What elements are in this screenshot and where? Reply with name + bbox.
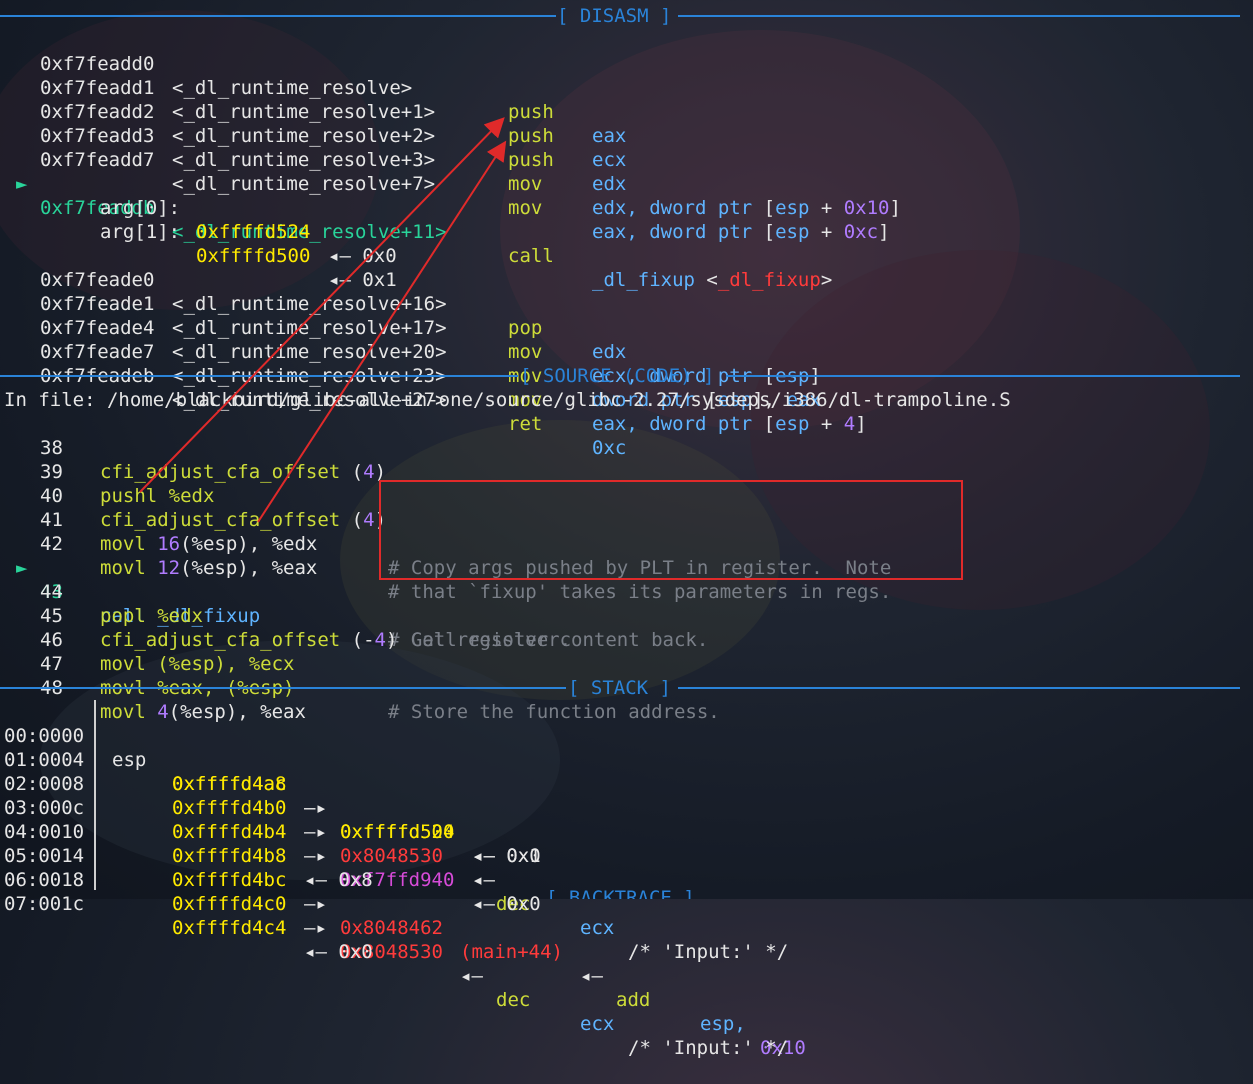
disasm-line: 0xf7feadd0 <_dl_runtime_resolve> push ea… bbox=[40, 53, 627, 147]
source-line: 45 cfi_adjust_cfa_offset (-4) bbox=[40, 605, 398, 651]
source-line: 41 movl 16(%esp), %edx # Copy args pushe… bbox=[40, 509, 892, 579]
disasm-separator: [ DISASM ] bbox=[0, 4, 1240, 28]
disasm-line: 0xf7feadd2 <_dl_runtime_resolve+2> push … bbox=[40, 101, 627, 195]
source-line: 39 pushl %edx bbox=[40, 461, 215, 507]
disasm-line: 0xf7feade4 <_dl_runtime_resolve+20> mov … bbox=[40, 317, 821, 411]
disasm-line: 0xf7feade0 <_dl_runtime_resolve+16> pop … bbox=[40, 269, 627, 363]
current-instruction-marker-icon: ► bbox=[16, 173, 28, 195]
stack-divider bbox=[94, 700, 96, 890]
current-line-marker-icon: ► bbox=[16, 557, 28, 579]
backtrace-separator: [ BACKTRACE ] bbox=[0, 890, 1240, 899]
disasm-line: 0xf7feadd7 <_dl_runtime_resolve+7> mov e… bbox=[40, 149, 890, 243]
terminal: [ DISASM ] 0xf7feadd0 <_dl_runtime_resol… bbox=[0, 4, 1240, 1059]
call-arg: arg[1]: 0xffffd500 ◂— 0x1 bbox=[100, 221, 397, 291]
disasm-current-line: ► 0xf7feaddb <_dl_runtime_resolve+11> ca… bbox=[16, 173, 833, 291]
disasm-line: 0xf7feadd1 <_dl_runtime_resolve+1> push … bbox=[40, 77, 627, 171]
arrow-line-41 bbox=[139, 117, 505, 493]
stack-separator: [ STACK ] bbox=[0, 676, 1240, 700]
source-title: [ SOURCE (CODE) ] bbox=[520, 365, 715, 387]
stack-row: 01:0004 0xffffd4ac —▸ 0xffffd500 ◂— 0x1 bbox=[4, 749, 541, 867]
source-line: 44 popl %edx # Get register content back… bbox=[40, 581, 709, 651]
source-line: 46 movl (%esp), %ecx bbox=[40, 629, 295, 675]
source-line: 42 movl 12(%esp), %eax # that `fixup' ta… bbox=[40, 533, 892, 603]
stack-title: [ STACK ] bbox=[568, 677, 671, 699]
backtrace-title: [ BACKTRACE ] bbox=[546, 890, 695, 899]
call-arg: arg[0]: 0xffffd524 ◂— 0x0 bbox=[100, 197, 397, 267]
disasm-title: [ DISASM ] bbox=[557, 5, 672, 27]
disasm-line: 0xf7feade1 <_dl_runtime_resolve+17> mov … bbox=[40, 293, 821, 387]
arrow-line-42 bbox=[257, 140, 507, 523]
source-current-line: ► 43 call _dl_fixup # Call resolver. bbox=[16, 557, 572, 651]
annotation-arrows bbox=[139, 117, 507, 523]
source-separator: [ SOURCE (CODE) ] bbox=[0, 364, 1240, 388]
source-line: 38 cfi_adjust_cfa_offset (4) bbox=[40, 437, 387, 483]
disasm-line: 0xf7feadeb <_dl_runtime_resolve+27> ret … bbox=[40, 365, 627, 459]
disasm-line: 0xf7feadd3 <_dl_runtime_resolve+3> mov e… bbox=[40, 125, 901, 219]
annotation-box bbox=[379, 480, 963, 580]
stack-row: 00:0000 esp 0xffffd4a8 —▸ 0xffffd524 ◂— … bbox=[4, 725, 541, 867]
stack-row: 04:0010 0xffffd4b8 ◂— 0x8 bbox=[4, 821, 373, 891]
